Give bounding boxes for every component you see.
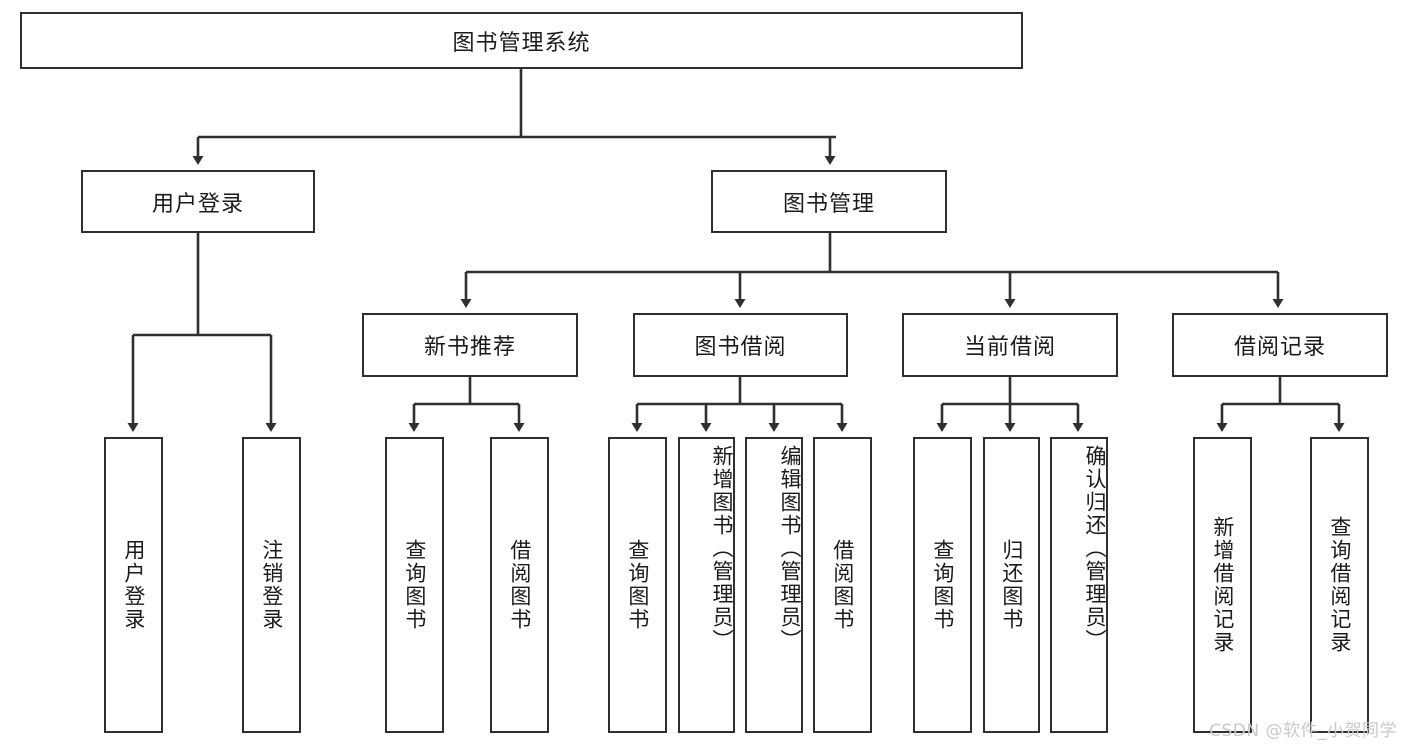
leaf-return-book[interactable]: 归还图书 [983,437,1040,733]
leaf-label: 借阅图书 [507,539,532,631]
leaf-logout-login[interactable]: 注销登录 [242,437,301,733]
leaf-label: 用户登录 [121,539,146,631]
node-book-manage[interactable]: 图书管理 [711,170,947,233]
leaf-label: 查询图书 [930,539,955,631]
leaf-query-book-current[interactable]: 查询图书 [913,437,972,733]
leaf-user-login[interactable]: 用户登录 [104,437,163,733]
leaf-label: 新增借阅记录 [1210,516,1235,654]
leaf-confirm-return-admin[interactable]: 确认归还（管理员） [1050,437,1108,733]
node-user-login[interactable]: 用户登录 [81,170,315,233]
node-new-book-recommend[interactable]: 新书推荐 [362,313,578,377]
leaf-add-book-admin[interactable]: 新增图书（管理员） [678,437,735,733]
leaf-query-borrow-record[interactable]: 查询借阅记录 [1310,437,1369,733]
node-root[interactable]: 图书管理系统 [20,12,1023,69]
leaf-query-book-borrow[interactable]: 查询图书 [608,437,667,733]
leaf-label: 注销登录 [259,539,284,631]
leaf-borrow-book-recommend[interactable]: 借阅图书 [490,437,549,733]
leaf-label: 查询借阅记录 [1327,516,1352,654]
leaf-label: 确认归还（管理员） [1083,445,1107,652]
leaf-query-book-recommend[interactable]: 查询图书 [385,437,444,733]
node-book-borrow[interactable]: 图书借阅 [633,313,848,377]
leaf-label: 新增图书（管理员） [710,445,734,652]
node-current-borrow[interactable]: 当前借阅 [902,313,1118,377]
leaf-label: 归还图书 [999,539,1024,631]
leaf-edit-book-admin[interactable]: 编辑图书（管理员） [745,437,803,733]
leaf-label: 编辑图书（管理员） [778,445,802,652]
leaf-add-borrow-record[interactable]: 新增借阅记录 [1193,437,1252,733]
node-borrow-record[interactable]: 借阅记录 [1172,313,1388,377]
leaf-label: 查询图书 [625,539,650,631]
leaf-label: 查询图书 [402,539,427,631]
leaf-borrow-book[interactable]: 借阅图书 [813,437,872,733]
leaf-label: 借阅图书 [830,539,855,631]
